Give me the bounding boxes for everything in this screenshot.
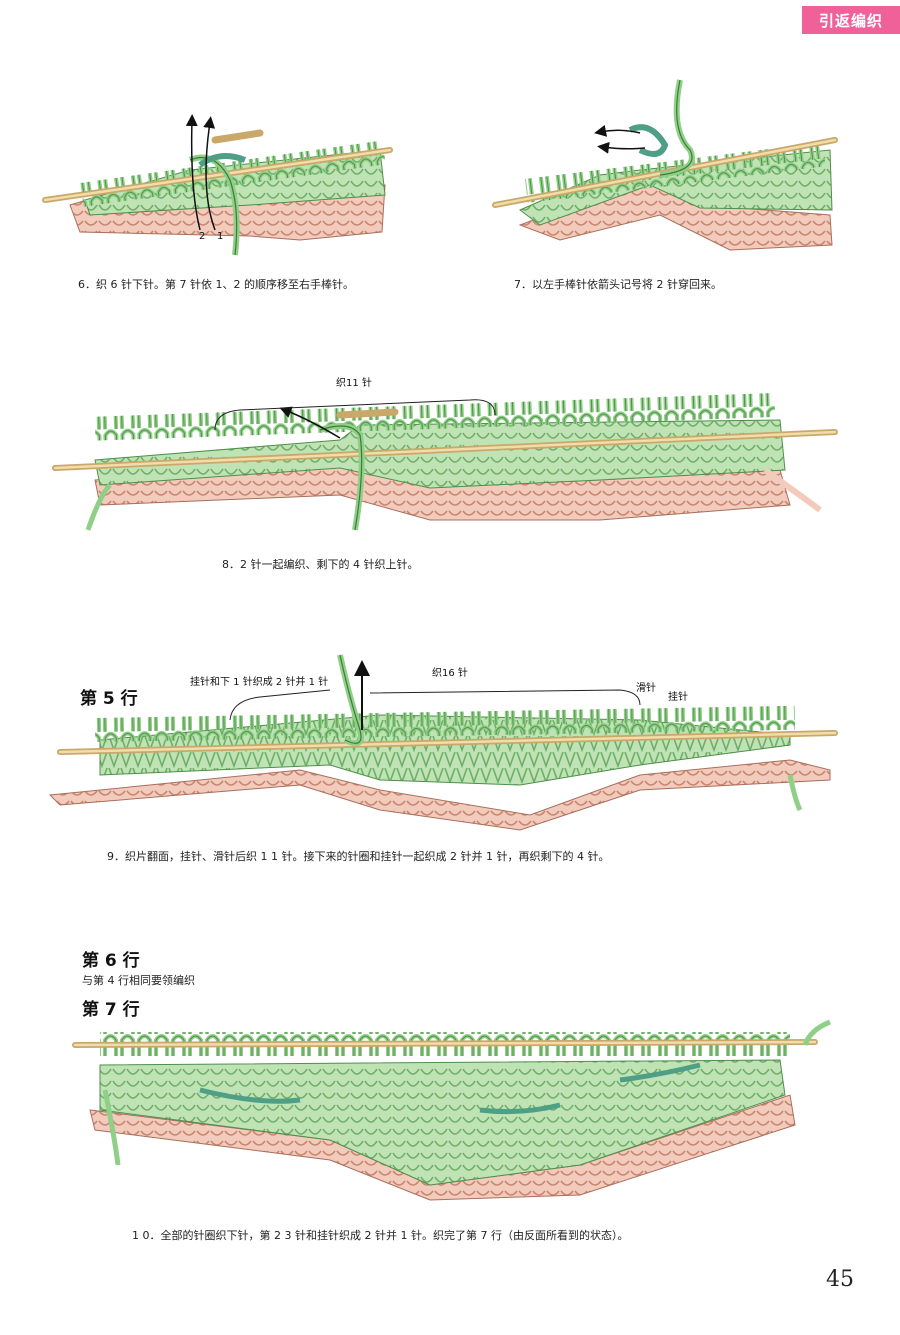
figure10-caption: 1 0．全部的针圈织下针，第 2 3 针和挂针织成 2 针并 1 针。织完了第 … — [132, 1229, 629, 1242]
figure9-slip-label: 滑针 — [636, 683, 656, 694]
figure9-yarnover-label: 挂针 — [668, 692, 688, 703]
arrow-number-2: 2 — [199, 231, 206, 242]
figure6-illustration — [42, 114, 393, 256]
row5-title: 第 5 行 — [80, 689, 138, 709]
row6-title: 第 6 行 — [82, 951, 140, 971]
page-number: 45 — [826, 1267, 854, 1292]
figure9-illustration — [48, 654, 838, 831]
figure8-caption: 8．2 针一起编织、剩下的 4 针织上针。 — [222, 558, 419, 571]
row6-subtitle: 与第 4 行相同要领编织 — [82, 974, 195, 987]
arrow-number-1: 1 — [217, 231, 224, 242]
section-tag: 引返编织 — [802, 6, 900, 34]
figure8-knit-label: 织11 针 — [336, 378, 372, 389]
row7-title: 第 7 行 — [82, 1000, 140, 1020]
figure6-caption: 6．织 6 针下针。第 7 针依 1、2 的顺序移至右手棒针。 — [78, 278, 354, 291]
figure9-knit-label: 织16 针 — [432, 668, 468, 679]
figure7-illustration — [492, 79, 838, 251]
figure8-illustration — [52, 392, 838, 531]
figure10-illustration — [72, 1019, 831, 1201]
figure9-yo-label: 挂针和下 1 针织成 2 针并 1 针 — [190, 677, 329, 688]
figure9-caption: 9．织片翻面，挂针、滑针后织 1 1 针。接下来的针圈和挂针一起织成 2 针并 … — [107, 850, 610, 863]
figure7-caption: 7．以左手棒针依箭头记号将 2 针穿回来。 — [514, 278, 722, 291]
